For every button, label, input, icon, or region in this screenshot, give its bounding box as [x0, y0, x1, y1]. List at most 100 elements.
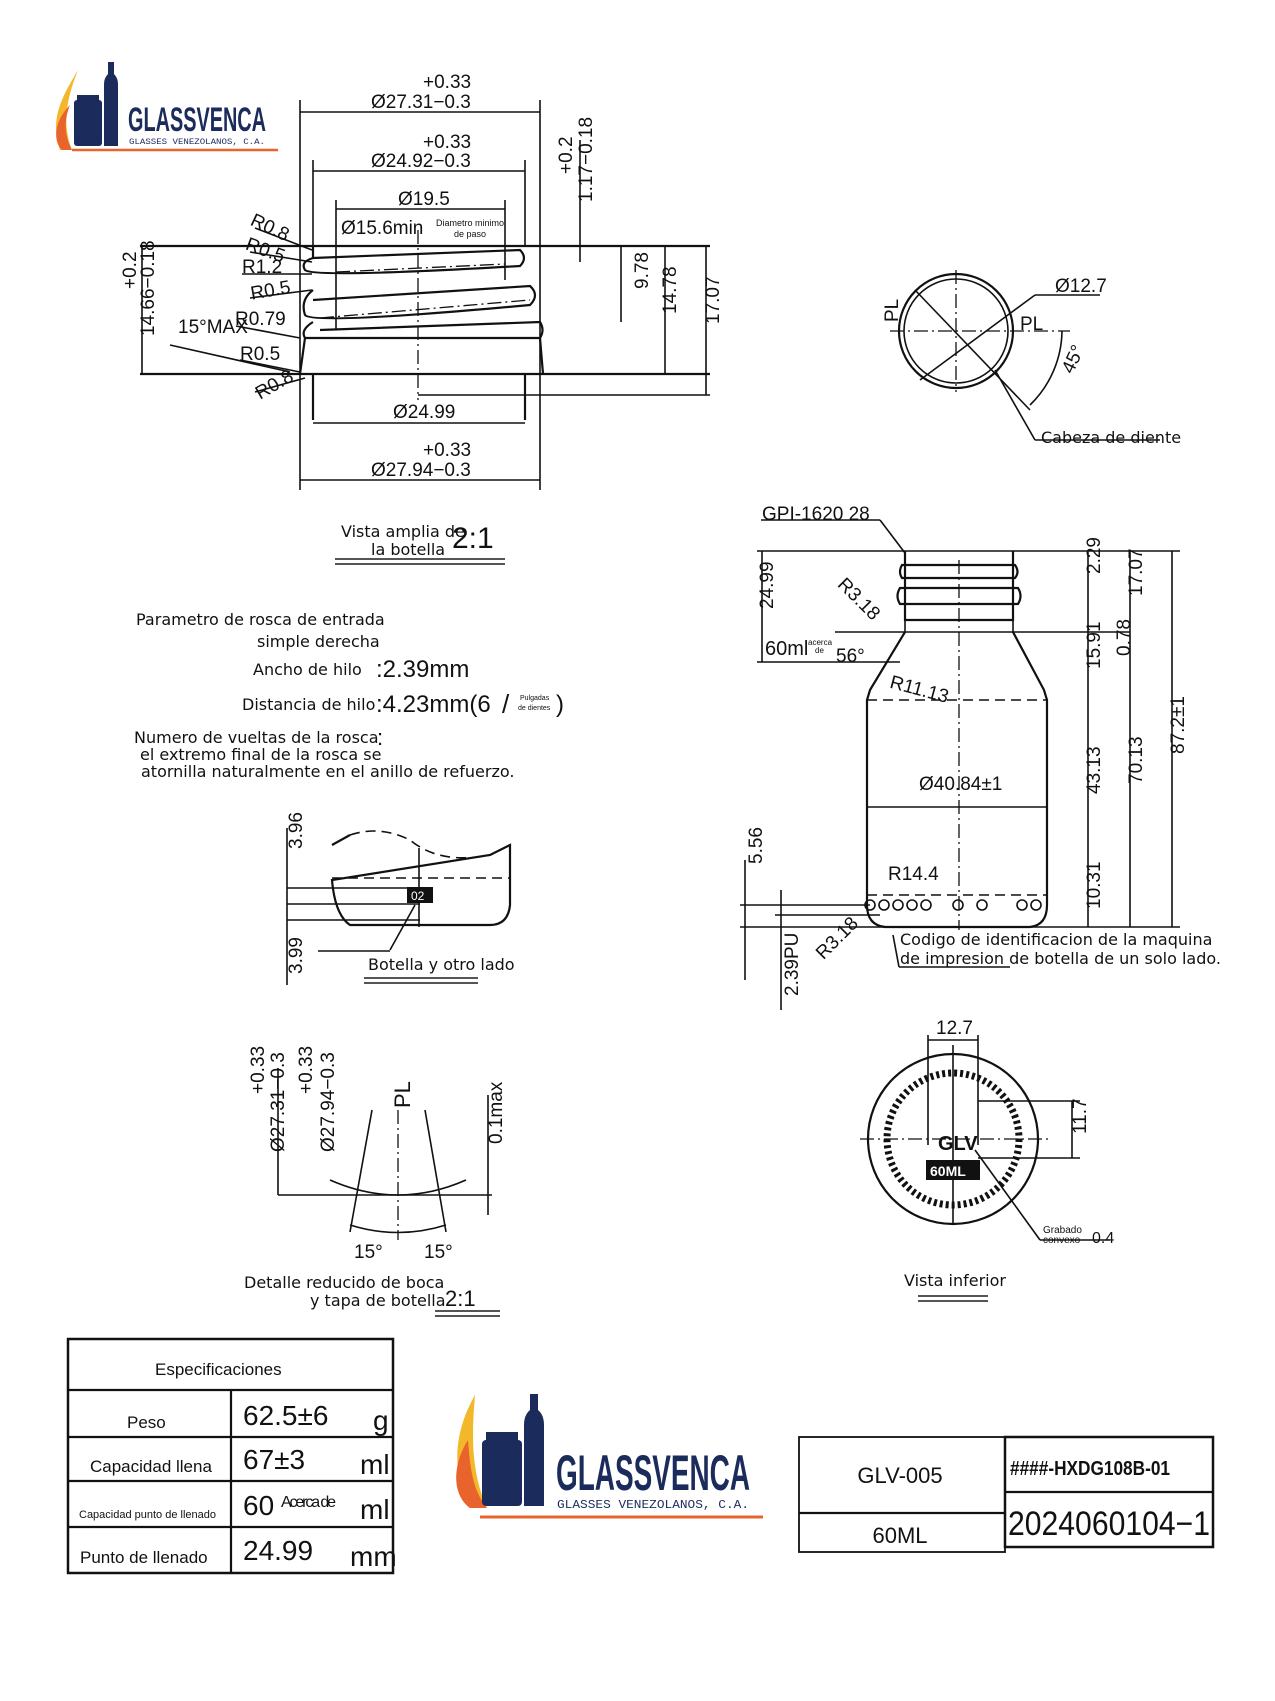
radius-label: R3.18: [833, 574, 884, 625]
product-code: GLV-005: [857, 1463, 942, 1488]
dim-tol: +0.33: [248, 1046, 269, 1094]
min-bore-note: Diametro minimo: [436, 218, 504, 228]
finish-detail-view: [140, 100, 710, 490]
dim-mouth-outer: Ø27.31−0.3: [268, 1052, 289, 1152]
spec-value: 67±3: [243, 1444, 305, 1475]
company-logo-bottom: GLASSVENCA GLASSES VENEZOLANOS, C.A.: [456, 1394, 763, 1519]
radius-label: R1.2: [242, 257, 282, 278]
finish-caption: la botella: [371, 540, 445, 559]
width-value: :2.39mm: [376, 656, 469, 683]
spec-label: Capacidad punto de llenado: [79, 1509, 216, 1521]
dim-root: Ø24.92−0.3: [371, 151, 471, 172]
mouth-scale: 2:1: [445, 1286, 476, 1311]
radius-label: R3.18: [812, 913, 863, 964]
dim-width: 12.7: [936, 1018, 973, 1039]
angle-max-label: 15°MAX: [178, 317, 248, 338]
min-bore-note: de paso: [454, 229, 486, 239]
dim-tooth: Ø12.7: [1055, 276, 1107, 297]
mold-reference: ####-HXDG108B-01: [1010, 1458, 1170, 1480]
specs-table: Especificaciones Peso 62.5±6 g Capacidad…: [66, 1337, 397, 1575]
fill-about: de: [815, 646, 824, 655]
side-mark-box: [407, 887, 433, 903]
radius-label: R0.5: [249, 277, 292, 305]
dim-height: 5.56: [746, 827, 767, 864]
emboss-label: Grabado: [1043, 1225, 1082, 1236]
dim-height: 15.91: [1084, 621, 1105, 669]
dim-side-bottom: 3.99: [286, 937, 307, 974]
fill-about: acerca: [808, 638, 833, 647]
pitch-unit: Pulgadas: [520, 695, 550, 702]
emboss-label: convexo: [1043, 1235, 1081, 1246]
logo-tagline: GLASSES VENEZOLANOS, C.A.: [129, 137, 265, 147]
dim-fill-height: 24.99: [757, 561, 778, 609]
dim-height: 17.07: [703, 276, 724, 324]
spec-label: Capacidad llena: [90, 1457, 212, 1476]
spec-unit: g: [373, 1405, 389, 1436]
pitch-close: ): [556, 691, 564, 718]
dim-total-height: 87.2±1: [1168, 696, 1189, 754]
specs-title: Especificaciones: [155, 1360, 282, 1379]
bottom-logo-mark: GLV: [938, 1133, 978, 1155]
dim-inner: Ø19.5: [398, 189, 450, 210]
dim-height: 14.78: [660, 266, 681, 314]
logo-tagline: GLASSES VENEZOLANOS, C.A.: [557, 1498, 749, 1512]
dim-height: 17.07: [1126, 548, 1147, 596]
width-label: Ancho de hilo: [253, 660, 362, 679]
dim-tol: +0.33: [423, 132, 471, 153]
code-note: de impresion de botella de un solo lado.: [900, 949, 1221, 968]
turns-label: Numero de vueltas de la rosca: [134, 728, 379, 747]
logo-name: GLASSVENCA: [556, 1445, 750, 1501]
turns-note: el extremo final de la rosca se: [140, 745, 381, 764]
dim-height: 2.39PU: [782, 933, 803, 996]
spec-value: 62.5±6: [243, 1400, 328, 1431]
spec-unit: ml: [360, 1449, 390, 1480]
pitch-slash: /: [502, 689, 510, 719]
side-detail-view: 02: [286, 828, 512, 985]
logo-name: GLASSVENCA: [128, 101, 266, 139]
dim-tol: +0.33: [423, 72, 471, 93]
dim-tol: +0.33: [423, 440, 471, 461]
angle-45: 45°: [1058, 342, 1089, 377]
code-note: Codigo de identificacion de la maquina: [900, 930, 1212, 949]
spec-extra: Acerca de: [281, 1494, 336, 1511]
dim-min-bore: Ø15.6min: [341, 218, 423, 239]
dim-mouth-bead: Ø27.94−0.3: [318, 1052, 339, 1152]
dim-height: 11.7: [1070, 1098, 1091, 1134]
dim-height: 1.17−0.18: [576, 117, 597, 202]
spec-unit: ml: [360, 1494, 390, 1525]
bottom-view: [860, 1035, 1110, 1241]
dim-height: 43.13: [1084, 746, 1105, 794]
side-mark: 02: [411, 889, 425, 903]
spec-label: Punto de llenado: [80, 1548, 208, 1567]
spec-unit: mm: [350, 1541, 397, 1572]
mouth-detail-view: [277, 1068, 492, 1240]
finish-scale: 2:1: [452, 522, 494, 555]
dim-side-top: 3.96: [286, 812, 307, 849]
param-title: simple derecha: [257, 632, 380, 651]
radius-label: R0.5: [240, 344, 280, 365]
bottles-icon: [74, 62, 118, 146]
angle-left: 15°: [354, 1242, 383, 1263]
bottom-volume-mark: 60ML: [930, 1163, 966, 1179]
bottom-caption: Vista inferior: [904, 1271, 1006, 1290]
param-title: Parametro de rosca de entrada: [136, 610, 385, 629]
dim-height: 70.13: [1126, 736, 1147, 784]
angle-right: 15°: [424, 1242, 453, 1263]
shoulder-angle: 56°: [836, 646, 865, 667]
dim-height: 10.31: [1084, 861, 1105, 909]
dim-neck: Ø24.99: [393, 402, 455, 423]
base-knurl-dots: [864, 899, 1042, 911]
mouth-caption: Detalle reducido de boca: [244, 1273, 444, 1292]
pl-label: PL: [390, 1081, 415, 1108]
turns-note: atornilla naturalmente en el anillo de r…: [141, 762, 514, 781]
spec-label: Peso: [127, 1413, 166, 1432]
pitch-label: Distancia de hilo: [242, 695, 375, 714]
radius-label: R14.4: [888, 864, 939, 885]
dim-height: 2.29: [1084, 537, 1105, 574]
thread-parameters: Parametro de rosca de entrada simple der…: [134, 610, 564, 781]
dim-height: 9.78: [632, 252, 653, 289]
bottle-view: [740, 519, 1180, 1010]
dim-bead: Ø27.94−0.3: [371, 460, 471, 481]
finish-spec: GPI-1620 28: [762, 504, 870, 525]
